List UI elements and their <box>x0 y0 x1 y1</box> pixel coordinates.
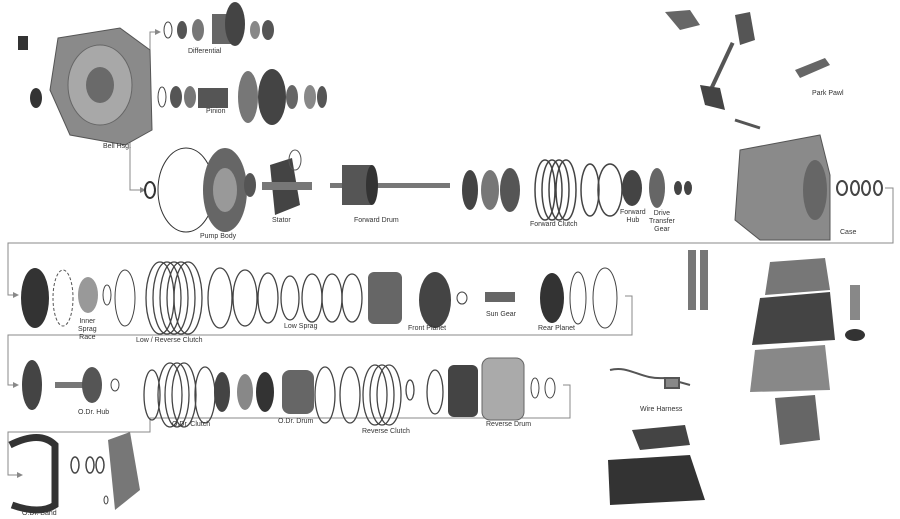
flow-lines <box>7 29 894 478</box>
label-front-planet: Front Planet <box>408 325 447 332</box>
forward-clutch-part <box>462 159 623 221</box>
flow-line-row1 <box>129 140 146 193</box>
row4-parts <box>8 432 140 514</box>
differential-part <box>163 2 274 46</box>
label-odr-drum: O.Dr. Drum <box>278 418 314 425</box>
row3-parts <box>22 357 556 428</box>
label-bell-housing: Bell Hsg. <box>103 143 132 150</box>
label-reverse-clutch: Reverse Clutch <box>362 428 410 435</box>
label-forward-clutch: Forward Clutch <box>530 221 578 228</box>
label-stator: Stator <box>272 217 291 224</box>
valve-body-part <box>688 250 865 445</box>
label-odr-band: O.Dr. Band <box>22 510 57 517</box>
label-odr-hub: O.Dr. Hub <box>78 409 110 416</box>
pinion-part <box>157 69 327 125</box>
filter-and-pan-part <box>608 425 705 505</box>
label-differential: Differential <box>188 48 222 55</box>
label-wire-harness: Wire Harness <box>640 406 683 413</box>
bell-housing-part <box>18 27 153 146</box>
label-reverse-drum: Reverse Drum <box>486 421 532 428</box>
flow-line-row1-to-row2 <box>7 187 894 298</box>
row2-parts <box>21 261 618 335</box>
label-forward-drum: Forward Drum <box>354 217 399 224</box>
case-part <box>734 134 883 241</box>
label-rear-planet: Rear Planet <box>538 325 575 332</box>
label-sun-gear: Sun Gear <box>486 311 516 318</box>
flow-line-row3-to-row4 <box>7 384 571 478</box>
label-inner-sprag-race: Inner Sprag Race <box>78 318 97 341</box>
park-pawl-part <box>665 10 830 130</box>
label-drive-transfer-gear: Drive Transfer Gear <box>649 210 675 233</box>
label-case: Case <box>840 229 857 236</box>
forward-hub-part <box>622 170 642 206</box>
label-pinion: Pinion <box>206 108 226 115</box>
pump-part <box>144 147 256 233</box>
flow-line-differential <box>149 29 161 58</box>
stator-part <box>262 149 312 215</box>
label-low-reverse-clutch: Low / Reverse Clutch <box>136 337 203 344</box>
flow-line-row2-to-row3 <box>7 295 633 388</box>
label-forward-hub: Forward Hub <box>620 209 646 224</box>
wire-harness-part <box>609 367 691 389</box>
label-park-pawl: Park Pawl <box>812 90 844 97</box>
label-low-sprag: Low Sprag <box>284 323 318 330</box>
label-pump-body: Pump Body <box>200 233 237 240</box>
forward-drum-part <box>330 165 450 205</box>
drive-transfer-gear-part <box>649 168 692 208</box>
label-odr-clutch: O.Dr. Clutch <box>172 421 211 428</box>
